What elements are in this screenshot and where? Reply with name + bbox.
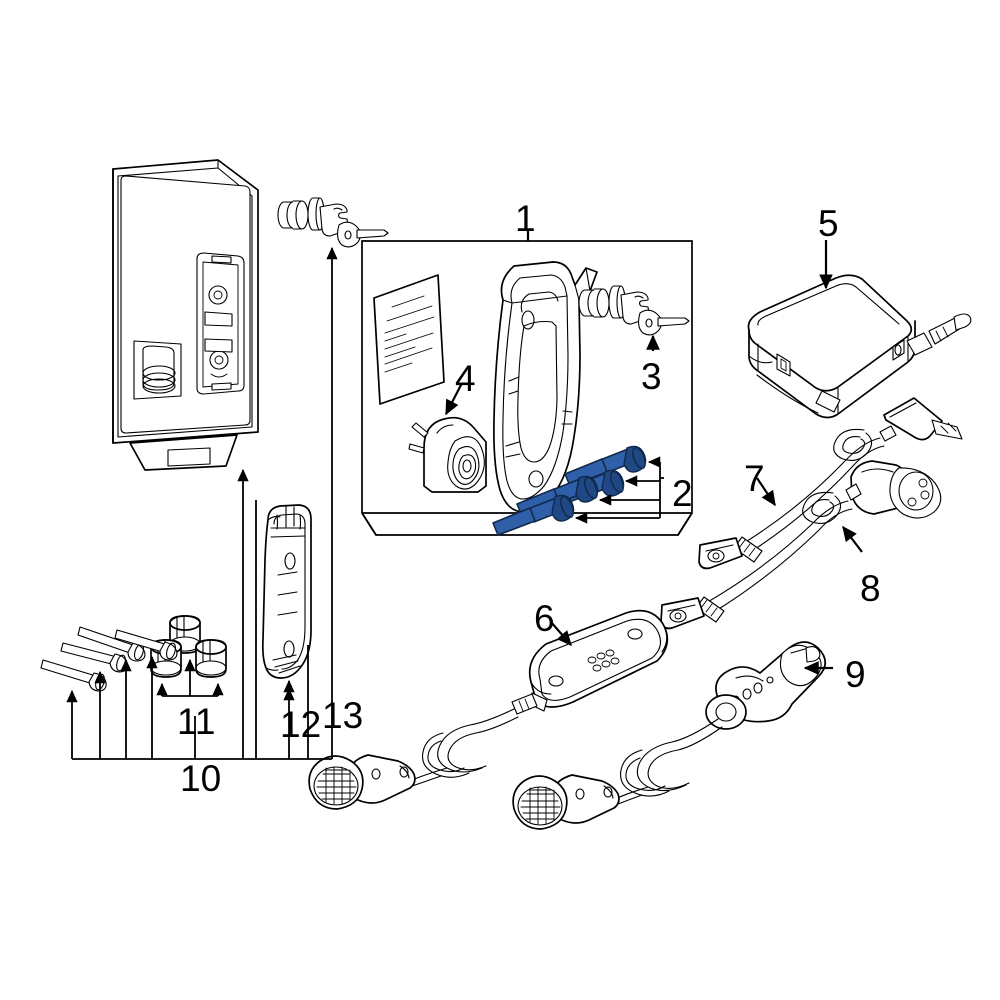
callout-label-5: 5 [818, 203, 839, 244]
wall-charging-station [112, 159, 259, 471]
leader-4 [445, 382, 463, 416]
owners-manual-sheet [373, 274, 445, 405]
screw [77, 626, 146, 662]
charge-cable-connector [512, 641, 827, 830]
leader-10 [66, 246, 338, 760]
callout-label-13: 13 [322, 695, 364, 736]
callout-label-7: 7 [744, 458, 765, 499]
leader-6 [550, 621, 572, 647]
callout-label-6: 6 [534, 598, 555, 639]
callout-label-11: 11 [177, 701, 216, 742]
bolt [564, 445, 647, 487]
screw [40, 659, 107, 692]
callout-label-1: 1 [515, 198, 536, 239]
leader-11 [156, 658, 224, 697]
lock-set-top [277, 197, 389, 248]
callout-label-9: 9 [845, 654, 866, 695]
power-cord-short [698, 397, 963, 570]
lock-cylinder-and-key [578, 285, 690, 336]
callout-label-3: 3 [641, 356, 662, 397]
screw [114, 629, 178, 661]
spacer-sleeve [195, 639, 227, 678]
fastener-screws [40, 626, 178, 692]
portable-charge-control-unit [308, 609, 669, 810]
adapter-plug [408, 416, 487, 493]
callout-label-10: 10 [180, 758, 222, 799]
leader-8 [842, 525, 863, 553]
bolt [492, 494, 575, 536]
charger-holster [493, 261, 598, 513]
leader-7 [756, 477, 776, 507]
carrying-case [747, 274, 972, 419]
callout-label-12: 12 [280, 704, 322, 745]
mounting-bolts [492, 445, 647, 536]
mounting-bracket [261, 504, 312, 679]
callout-label-8: 8 [860, 568, 881, 609]
callout-label-4: 4 [455, 358, 476, 399]
leader-2 [574, 456, 664, 524]
callout-label-2: 2 [672, 473, 693, 514]
power-cord-long [660, 460, 942, 630]
